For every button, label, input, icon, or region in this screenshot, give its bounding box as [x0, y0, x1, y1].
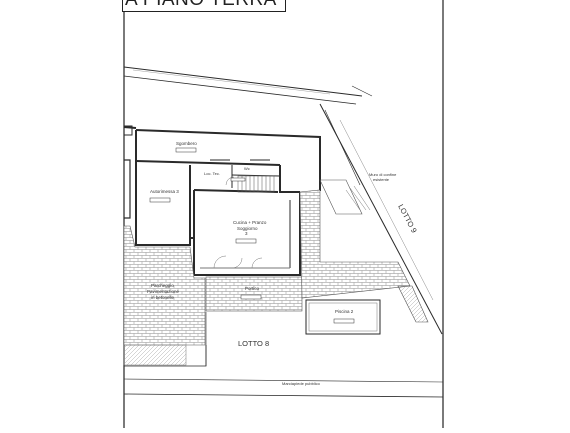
label-parcheggio-3: in betonelle [151, 295, 175, 300]
south-boundary [123, 312, 444, 398]
label-soggiorno-num: 3 [245, 231, 248, 236]
label-piscina: Piscina 2 [335, 309, 354, 314]
interior-walls [200, 159, 291, 269]
door-swings [213, 176, 263, 269]
building-walls [123, 125, 321, 276]
label-parcheggio-1: Parcheggio [151, 283, 174, 288]
east-boundary [319, 103, 443, 335]
sheet-title: A PIANO TERRA [122, 0, 286, 12]
label-sgombero: Sgombero [176, 141, 197, 146]
label-lotto-8: LOTTO 8 [238, 339, 269, 348]
portico-paving [205, 276, 303, 312]
label-wc: Wc [244, 166, 250, 171]
label-parcheggio-2: Pavimentazione [147, 289, 180, 294]
label-portico: Portico [245, 286, 260, 291]
label-soggiorno: Soggiorno [237, 226, 258, 231]
label-cucina: Cucina + Pranzo [233, 220, 267, 225]
label-lotto-9: LOTTO 9 [396, 203, 419, 235]
pool [305, 299, 381, 335]
east-paving [299, 179, 429, 323]
label-loc-tec: Loc. Tec. [204, 171, 220, 176]
label-muro-1: Muro di confine [369, 172, 397, 177]
north-boundary [123, 66, 373, 105]
staircase [237, 175, 275, 193]
label-muro-2: esistente [373, 177, 390, 182]
label-stradello: Marciapiede pubblico [282, 381, 321, 386]
label-autorimessa: Autorimessa 3 [150, 189, 179, 194]
parking-paving [123, 225, 206, 366]
area-boxes [149, 147, 355, 324]
